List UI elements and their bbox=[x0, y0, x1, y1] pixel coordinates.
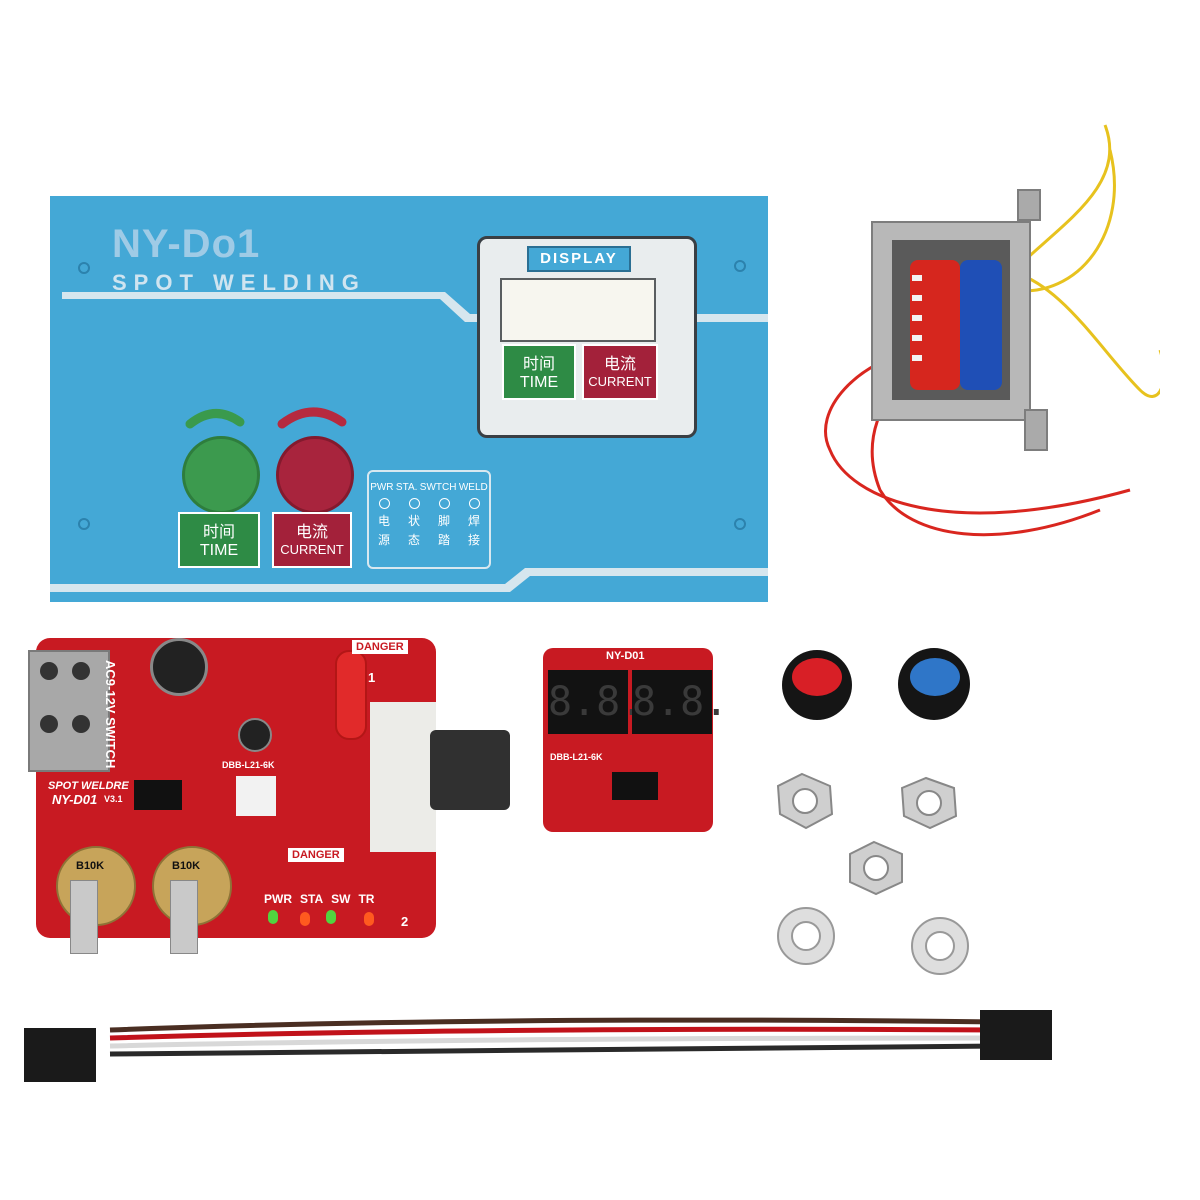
led-label-pwr: PWR bbox=[370, 482, 394, 493]
mark-1: 1 bbox=[368, 670, 376, 685]
current-knob-window[interactable] bbox=[276, 436, 354, 514]
pot-label-time: B10K bbox=[76, 860, 105, 872]
screw-terminal-block bbox=[28, 650, 110, 772]
current-label-cn: 电流 bbox=[295, 524, 328, 541]
display-screen bbox=[500, 278, 656, 342]
board-led-labels: PWR STA SW TR bbox=[264, 892, 374, 906]
current-button-bottom[interactable]: 电流 CURRENT bbox=[272, 512, 352, 568]
optocoupler bbox=[236, 776, 276, 816]
board-led-tr: TR bbox=[358, 892, 375, 906]
led-indicator bbox=[438, 498, 450, 509]
time-button-bottom[interactable]: 时间 TIME bbox=[178, 512, 260, 568]
time-label-en: TIME bbox=[519, 374, 559, 391]
board-model: NY-D01 bbox=[52, 792, 98, 807]
potentiometer-shaft bbox=[70, 880, 98, 954]
board-name: SPOT WELDRE bbox=[48, 780, 129, 792]
status-led-legend: PWR STA. SWTCH WELD 电 状 脚 焊 源 态 踏 接 bbox=[367, 470, 491, 569]
current-label-en: CURRENT bbox=[588, 374, 652, 389]
capacitor bbox=[150, 638, 208, 696]
display-chip-label: DBB-L21-6K bbox=[550, 752, 603, 762]
nuts-and-washers bbox=[776, 772, 969, 975]
voltage-label: AC9-12V SWITCH bbox=[103, 660, 118, 769]
led-label-swtch: SWTCH bbox=[419, 482, 457, 493]
panel-model-title: NY-Do1 bbox=[112, 222, 261, 266]
transformer-image bbox=[824, 124, 1160, 537]
seven-segment-left: 8.8. bbox=[548, 670, 644, 734]
led-cn-bottom: 源 bbox=[377, 533, 390, 547]
board-led-sw: SW bbox=[331, 892, 351, 906]
display-ic-chip bbox=[612, 772, 658, 800]
led-cn-top: 电 bbox=[377, 514, 390, 528]
led-orange bbox=[300, 912, 310, 926]
current-label-en: CURRENT bbox=[280, 542, 344, 557]
seven-segment-right: 8.8. bbox=[632, 670, 728, 734]
display-label: DISPLAY bbox=[527, 246, 631, 272]
time-label-en: TIME bbox=[199, 542, 239, 559]
led-label-sta: STA. bbox=[395, 482, 418, 493]
ribbon-cable bbox=[24, 1010, 1052, 1082]
led-green bbox=[268, 910, 278, 924]
led-orange bbox=[364, 912, 374, 926]
led-cn-top: 焊 bbox=[467, 514, 480, 528]
danger-label-bottom: DANGER bbox=[288, 848, 344, 862]
led-indicator bbox=[378, 498, 390, 509]
panel-subtitle: SPOT WELDING bbox=[112, 270, 366, 295]
heatsink-area bbox=[370, 702, 436, 852]
knob-blue[interactable] bbox=[898, 648, 970, 720]
pot-label-current: B10K bbox=[172, 860, 201, 872]
display-board-title: NY-D01 bbox=[606, 650, 645, 662]
mosfet bbox=[430, 730, 510, 810]
capacitor-small bbox=[238, 718, 272, 752]
potentiometer-shaft bbox=[170, 880, 198, 954]
board-version: V3.1 bbox=[104, 794, 123, 804]
chip-label: DBB-L21-6K bbox=[222, 760, 275, 770]
time-button-top[interactable]: 时间 TIME bbox=[502, 344, 576, 400]
mark-2: 2 bbox=[401, 914, 409, 929]
danger-label-top: DANGER bbox=[352, 640, 408, 654]
time-knob-window[interactable] bbox=[182, 436, 260, 514]
current-label-cn: 电流 bbox=[603, 356, 636, 373]
board-led-pwr: PWR bbox=[264, 892, 292, 906]
led-green bbox=[326, 910, 336, 924]
led-cn-top: 脚 bbox=[437, 514, 450, 528]
led-cn-bottom: 接 bbox=[467, 533, 480, 547]
time-label-cn: 时间 bbox=[202, 524, 235, 541]
ic-chip bbox=[134, 780, 182, 810]
board-led-sta: STA bbox=[300, 892, 324, 906]
led-indicator bbox=[468, 498, 480, 509]
led-cn-top: 状 bbox=[407, 514, 420, 528]
current-button-top[interactable]: 电流 CURRENT bbox=[582, 344, 658, 400]
film-capacitor bbox=[335, 650, 367, 740]
knob-red[interactable] bbox=[782, 650, 852, 720]
led-cn-bottom: 态 bbox=[407, 533, 420, 547]
led-label-weld: WELD bbox=[458, 482, 488, 493]
led-indicator bbox=[408, 498, 420, 509]
led-cn-bottom: 踏 bbox=[437, 533, 450, 547]
time-label-cn: 时间 bbox=[522, 356, 555, 373]
